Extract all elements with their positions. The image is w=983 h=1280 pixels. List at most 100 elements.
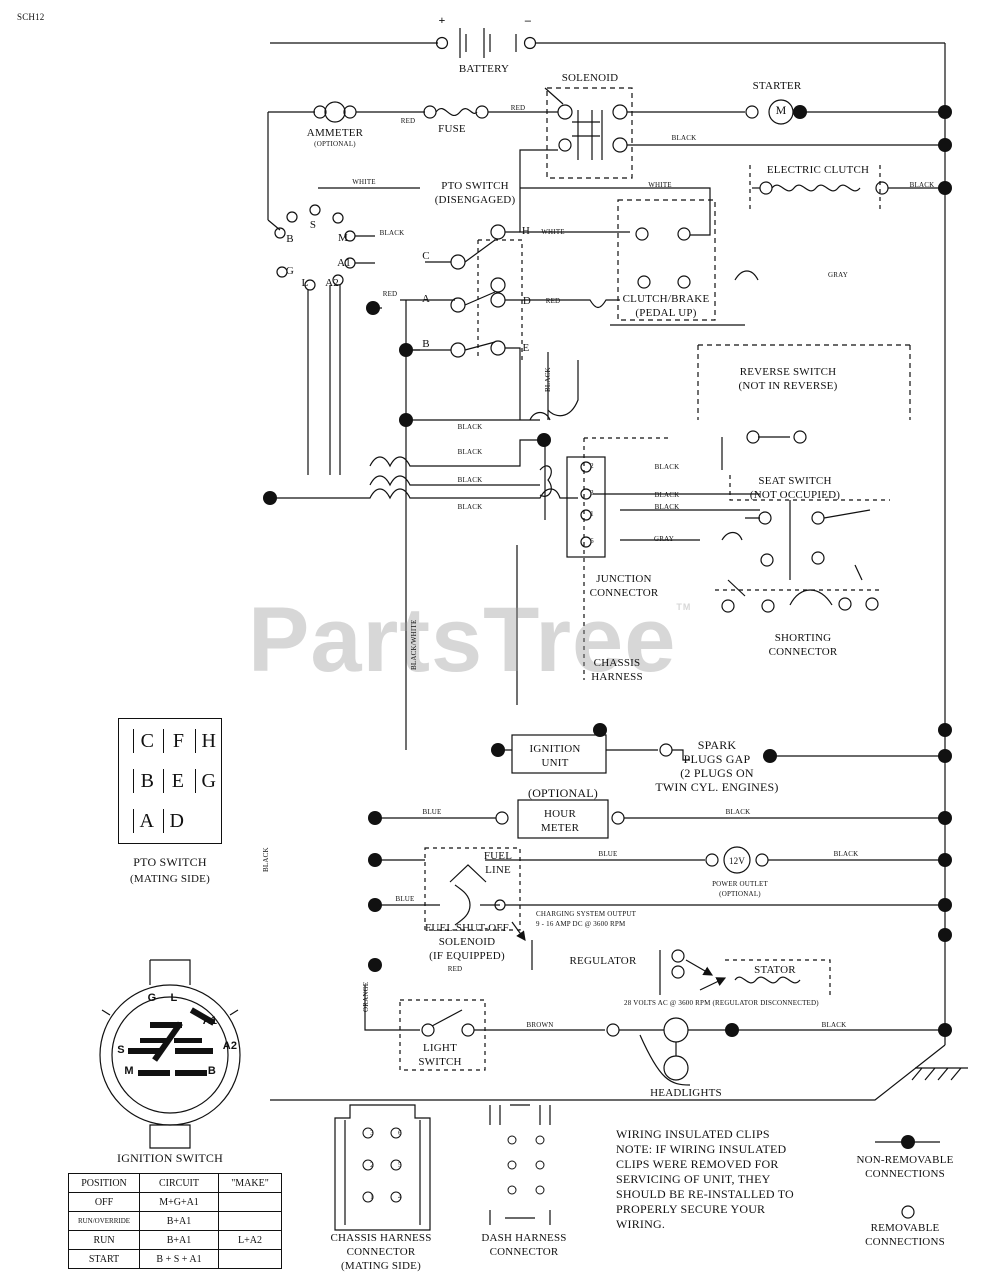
ignition-terminal-l: L	[301, 277, 309, 289]
wire-blue-outlet: BLUE	[598, 850, 618, 858]
power-outlet-label: POWER OUTLET	[712, 880, 768, 888]
battery-plus-sign: +	[438, 13, 446, 27]
chassis-label: CHASSIS	[593, 657, 641, 669]
pto-mating-pin-g: G	[195, 769, 216, 793]
if-equipped-label: (IF EQUIPPED)	[429, 950, 505, 962]
junction-pin-3: 3	[590, 489, 594, 497]
wire-black-hour: BLACK	[725, 808, 751, 816]
table-row: OFF M+G+A1	[68, 1192, 282, 1212]
chassis-conn-pin-4: 4	[398, 1193, 402, 1201]
ignition-terminal-a1: A1	[337, 257, 351, 269]
power-outlet-symbol: 12V	[728, 856, 746, 866]
table-row: RUN/OVERRIDE B+A1	[68, 1211, 282, 1231]
pto-mating-pin-e: E	[163, 769, 184, 793]
table-header-row: POSITION CIRCUIT "MAKE"	[68, 1173, 282, 1193]
charging-output-label-2: 9 - 16 AMP DC @ 3600 RPM	[536, 920, 626, 928]
note-line-2: NOTE: IF WIRING INSULATED	[616, 1142, 787, 1156]
legend-removable-2: CONNECTIONS	[865, 1236, 945, 1248]
table-cell: B+A1	[139, 1211, 219, 1231]
ignition-terminal-s: S	[309, 219, 317, 231]
battery-minus-sign: –	[524, 13, 532, 27]
ignition-terminal-a2: A2	[325, 277, 339, 289]
wire-black-vert: BLACK	[544, 367, 552, 392]
spark-plugs-label-1: SPARK	[697, 738, 737, 752]
spark-plugs-label-2: PLUGS GAP	[683, 752, 751, 766]
spark-plugs-label-3: (2 PLUGS ON	[680, 766, 754, 780]
chassis-harness-label: HARNESS	[591, 671, 643, 683]
ignition-terminal-b: B	[286, 233, 294, 245]
wire-black-4: BLACK	[457, 503, 483, 511]
hour-meter-label-1: HOUR	[544, 808, 576, 820]
pto-terminal-a: A	[421, 293, 431, 305]
junction-pin-2: 2	[590, 462, 594, 470]
pto-terminal-d: D	[522, 295, 532, 307]
ign-face-g: G	[147, 992, 157, 1004]
pto-terminal-c: C	[422, 250, 430, 262]
ign-face-l: L	[170, 992, 178, 1004]
diagram-code: SCH12	[17, 12, 45, 22]
starter-motor-symbol: M	[775, 103, 787, 117]
ign-face-m: M	[124, 1065, 134, 1077]
wire-black-j2: BLACK	[654, 463, 680, 471]
dash-conn-label-2: CONNECTOR	[489, 1246, 559, 1258]
pto-terminal-e: E	[522, 342, 530, 354]
chassis-conn-pin-2: 2	[370, 1161, 374, 1169]
wire-brown: BROWN	[526, 1021, 554, 1029]
fuel-line-label-2: LINE	[485, 864, 511, 876]
wire-black-head: BLACK	[821, 1021, 847, 1029]
pto-mating-pin-f: F	[163, 729, 184, 753]
table-cell: M+G+A1	[139, 1192, 219, 1212]
note-line-3: CLIPS WERE REMOVED FOR	[616, 1157, 779, 1171]
pedal-up-label: (PEDAL UP)	[635, 307, 697, 319]
wire-blue-fuel: BLUE	[395, 895, 415, 903]
note-line-5: SHOULD BE RE-INSTALLED TO	[616, 1187, 794, 1201]
ignition-positions-table: POSITION CIRCUIT "MAKE" OFF M+G+A1 RUN/O…	[68, 1173, 282, 1269]
clutch-brake-label: CLUTCH/BRAKE	[622, 293, 710, 305]
ammeter-optional-label: (OPTIONAL)	[314, 140, 356, 148]
wire-black-white: BLACK/WHITE	[410, 619, 418, 670]
junction-pin-1: 1	[590, 510, 594, 518]
pto-mating-pin-c: C	[133, 729, 154, 753]
table-row: START B + S + A1	[68, 1249, 282, 1269]
shorting-label: SHORTING	[774, 632, 832, 644]
stator-label: STATOR	[754, 964, 796, 976]
wire-gray: GRAY	[828, 271, 848, 279]
table-cell: START	[68, 1249, 140, 1269]
ign-face-b: B	[207, 1065, 217, 1077]
table-cell: RUN	[68, 1230, 140, 1250]
fuse-label: FUSE	[438, 123, 466, 135]
wire-black-outlet: BLACK	[833, 850, 859, 858]
table-cell: B+A1	[139, 1230, 219, 1250]
pto-terminal-b: B	[422, 338, 430, 350]
wire-white-2: WHITE	[648, 181, 672, 189]
battery-label: BATTERY	[458, 63, 510, 75]
table-cell	[218, 1211, 282, 1231]
light-switch-label-1: LIGHT	[423, 1042, 457, 1054]
power-outlet-optional-label: (OPTIONAL)	[719, 890, 761, 898]
solenoid-label: SOLENOID	[561, 72, 619, 84]
chassis-conn-pin-5: 5	[398, 1161, 402, 1169]
table-cell	[218, 1249, 282, 1269]
chassis-conn-pin-3: 3	[370, 1129, 374, 1137]
ignition-switch-label: IGNITION SWITCH	[117, 1151, 223, 1165]
note-line-1: WIRING INSULATED CLIPS	[616, 1127, 770, 1141]
legend-non-removable-2: CONNECTIONS	[865, 1168, 945, 1180]
headlights-label: HEADLIGHTS	[650, 1087, 722, 1099]
legend-non-removable-1: NON-REMOVABLE	[856, 1154, 954, 1166]
wire-black-1: BLACK	[457, 423, 483, 431]
wire-black-2: BLACK	[457, 448, 483, 456]
regulator-label: REGULATOR	[569, 955, 637, 967]
wire-red-1: RED	[400, 117, 416, 125]
table-cell: RUN/OVERRIDE	[68, 1211, 140, 1231]
pto-switch-label: PTO SWITCH	[441, 180, 509, 192]
ign-face-a1: A1	[202, 1015, 218, 1027]
wire-black-ign: BLACK	[379, 229, 405, 237]
stator-volts-label: 28 VOLTS AC @ 3600 RPM (REGULATOR DISCON…	[624, 999, 819, 1007]
ign-face-s: S	[117, 1044, 125, 1056]
hour-meter-optional-label: (OPTIONAL)	[528, 786, 598, 800]
electric-clutch-label: ELECTRIC CLUTCH	[766, 164, 870, 176]
wire-red-pto: RED	[382, 290, 398, 298]
ignition-terminal-m: M	[338, 232, 348, 244]
